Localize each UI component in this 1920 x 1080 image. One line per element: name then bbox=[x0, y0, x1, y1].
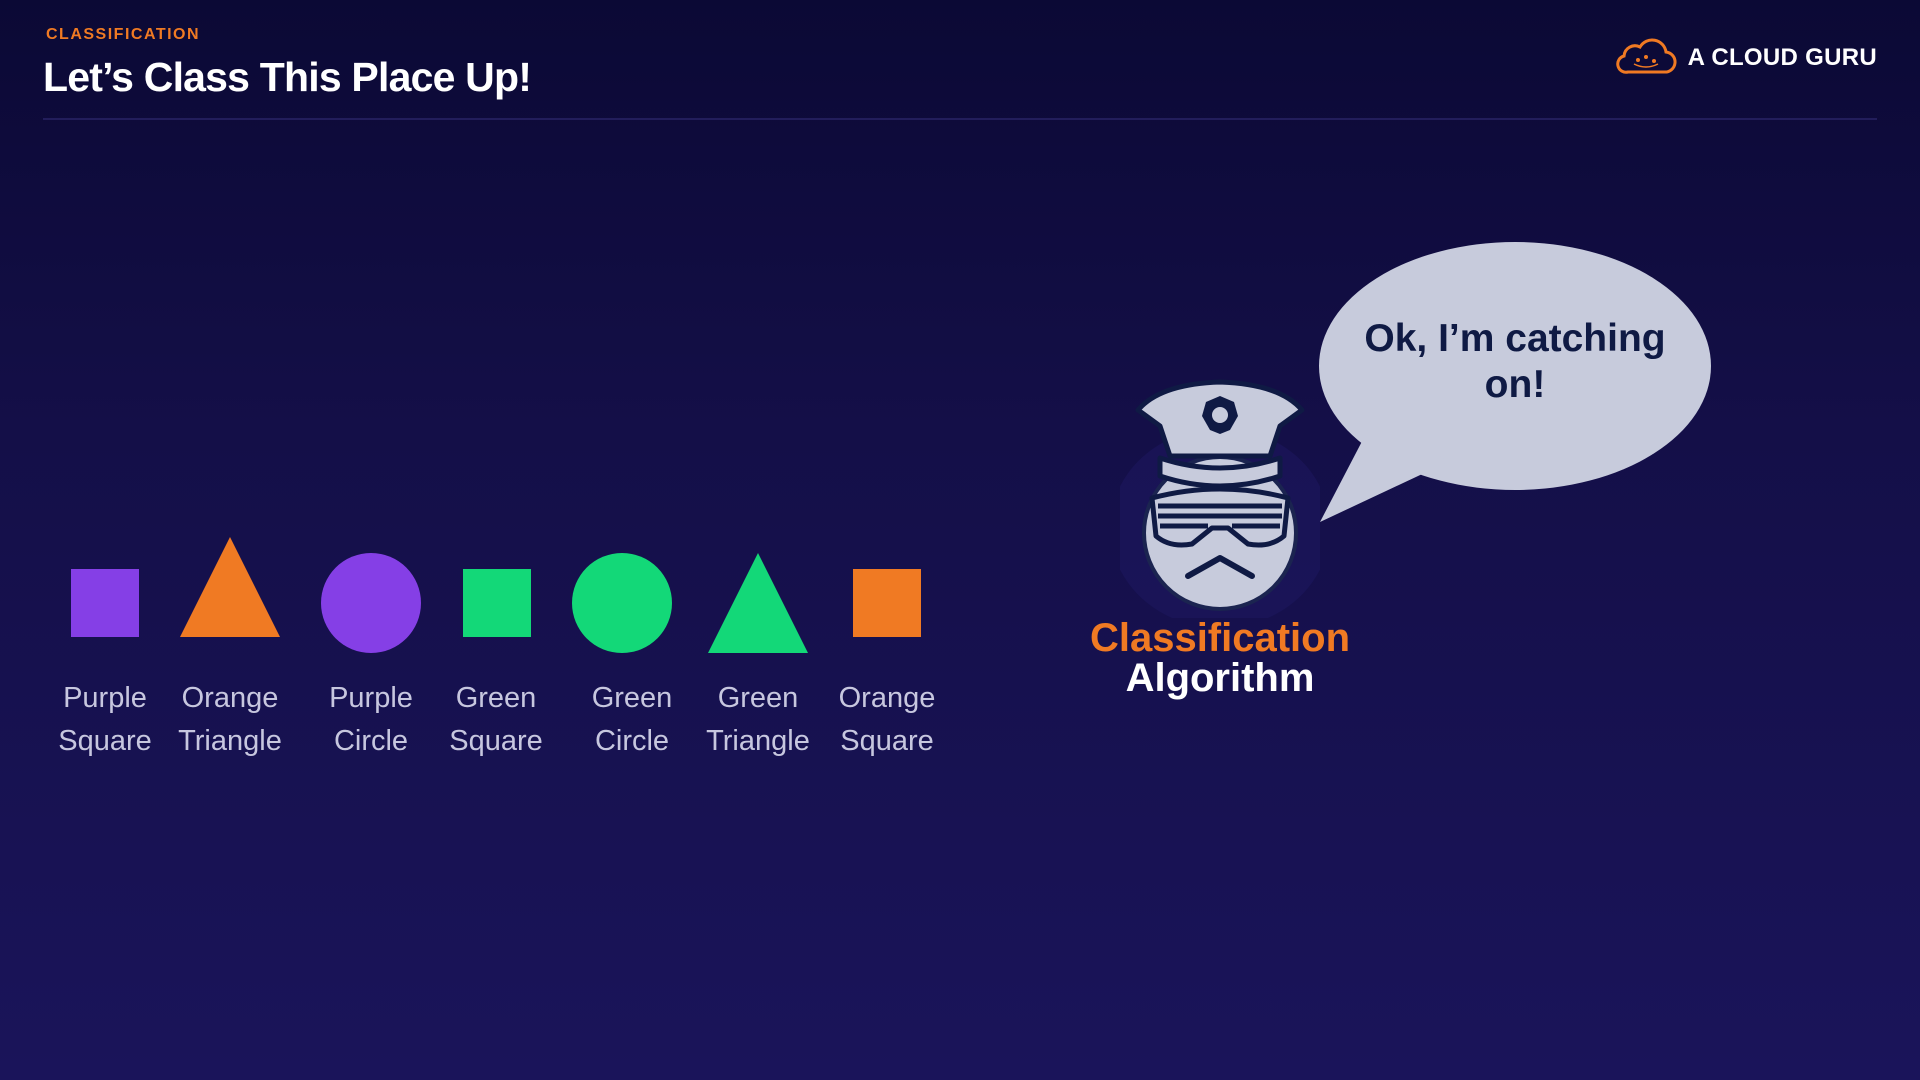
shape-label-shape: Circle bbox=[333, 725, 409, 757]
shape-label-shape: Square bbox=[840, 725, 934, 757]
cloud-logo-icon bbox=[1615, 38, 1677, 74]
shape-label: Green Triangle bbox=[683, 677, 833, 763]
shape-label: Purple Circle bbox=[296, 677, 446, 763]
algorithm-label-line-1: Classification bbox=[1089, 616, 1351, 660]
brand-name: A CLOUD GURU bbox=[1687, 44, 1877, 71]
speech-line-2: on! bbox=[1484, 363, 1546, 406]
shape-label: Green Circle bbox=[557, 677, 707, 763]
shape-green-circle bbox=[572, 553, 672, 658]
shape-label: Orange Triangle bbox=[155, 677, 305, 763]
shape-label-shape: Triangle bbox=[178, 725, 282, 757]
slide-title: Let’s Class This Place Up! bbox=[43, 54, 532, 100]
shape-label: Purple Square bbox=[30, 677, 180, 763]
shape-label-color: Green bbox=[591, 682, 673, 714]
shape-label-color: Purple bbox=[329, 682, 413, 714]
slide-header: CLASSIFICATION Let’s Class This Place Up… bbox=[43, 26, 532, 101]
shape-purple-square bbox=[71, 569, 139, 642]
shape-label-shape: Triangle bbox=[706, 725, 810, 757]
shape-label-color: Purple bbox=[63, 682, 147, 714]
header-divider bbox=[43, 118, 1877, 120]
shape-green-square bbox=[463, 569, 531, 642]
section-eyebrow: CLASSIFICATION bbox=[46, 26, 201, 43]
shape-label-color: Orange bbox=[181, 682, 279, 714]
shape-label: Orange Square bbox=[812, 677, 962, 763]
shape-label-color: Green bbox=[455, 682, 537, 714]
shape-orange-square bbox=[853, 569, 921, 642]
shape-green-triangle bbox=[708, 553, 808, 658]
algorithm-label-line-2: Algorithm bbox=[1125, 656, 1315, 700]
shape-label-shape: Square bbox=[449, 725, 543, 757]
shape-label-shape: Square bbox=[58, 725, 152, 757]
police-robot-icon bbox=[1110, 368, 1330, 628]
speech-bubble-text: Ok, I’m catching on! bbox=[1340, 316, 1690, 408]
speech-bubble bbox=[1310, 236, 1720, 531]
shape-label-color: Green bbox=[717, 682, 799, 714]
shape-purple-circle bbox=[321, 553, 421, 658]
shape-orange-triangle bbox=[180, 537, 280, 642]
speech-line-1: Ok, I’m catching bbox=[1364, 317, 1666, 360]
shape-label-shape: Circle bbox=[594, 725, 670, 757]
shape-label-color: Orange bbox=[838, 682, 936, 714]
algorithm-label: Classification Algorithm bbox=[1060, 618, 1380, 698]
brand-logo: A CLOUD GURU bbox=[1614, 38, 1877, 78]
shape-label: Green Square bbox=[421, 677, 571, 763]
